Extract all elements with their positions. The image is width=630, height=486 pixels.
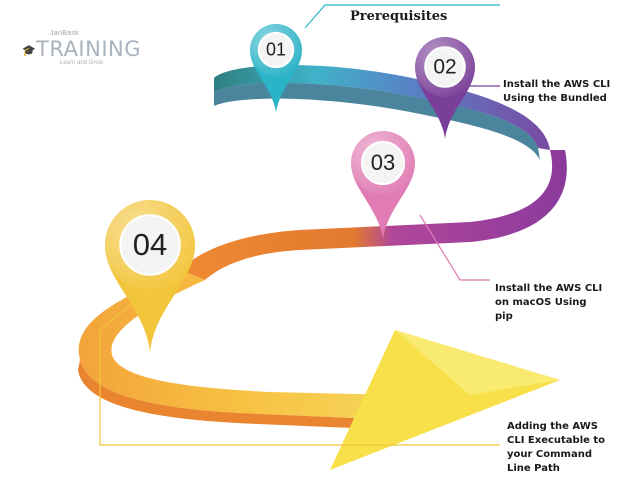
road-edge-top (214, 82, 540, 160)
brand-name: TRAINING (36, 37, 142, 61)
pin-inner-circle (424, 46, 466, 88)
pin-number-01: 01 (266, 40, 286, 60)
brand-logo: 🎓 JanBask TRAINING Learn and Grow (22, 30, 141, 80)
step-label-02: Install the AWS CLI Using the Bundled (503, 79, 611, 104)
road-segment-middle (180, 150, 567, 280)
pin-number-04: 04 (133, 227, 167, 262)
map-pin-03: 03 (351, 131, 415, 240)
road-segment-lower (78, 270, 400, 420)
map-pin-04: 04 (105, 200, 195, 353)
graduation-cap-icon: 🎓 (22, 45, 36, 57)
map-pin-01: 01 (250, 24, 302, 113)
map-pin-02: 02 (415, 37, 475, 139)
road-segment-top (214, 65, 550, 150)
pin-inner-circle (257, 31, 295, 69)
connector-line-04 (99, 304, 500, 446)
road-edge-lower (78, 360, 400, 430)
pin-number-03: 03 (371, 150, 395, 175)
brand-tagline: Learn and Grow (60, 60, 104, 66)
pin-inner-circle (360, 140, 406, 186)
connector-line-01 (304, 4, 500, 29)
pin-number-02: 02 (433, 56, 456, 79)
connector-line-03 (419, 214, 490, 281)
step-label-01: Prerequisites (350, 9, 448, 24)
step-label-04: Adding the AWS CLI Executable to your Co… (507, 421, 606, 474)
brand-top-text: JanBask (50, 30, 79, 37)
step-label-03: Install the AWS CLI on macOS Using pip (495, 283, 603, 322)
pin-inner-circle (119, 214, 181, 276)
